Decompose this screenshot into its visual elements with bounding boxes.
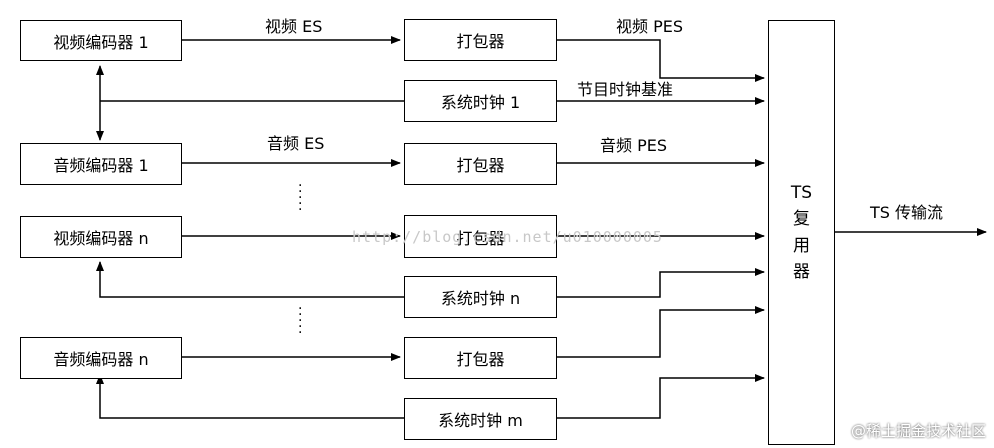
packer-1-label: 打包器 [456,32,505,51]
system-clock-1: 系统时钟 1 [404,80,557,122]
system-clock-n-label: 系统时钟 n [440,289,521,308]
mux-label-fu: 复 [793,209,810,230]
blog-watermark: http://blog.csdn.net/u010000005 [352,228,663,246]
video-encoder-n: 视频编码器 n [20,216,182,258]
video-encoder-1-label: 视频编码器 1 [53,32,149,52]
packer-2: 打包器 [404,143,557,185]
mux-label-qi: 器 [793,261,810,282]
audio-encoder-1-label: 音频编码器 1 [53,156,149,175]
video-encoder-1: 视频编码器 1 [20,20,182,61]
system-clock-m-label: 系统时钟 m [438,411,523,430]
arrow-clockn-to-mux [557,268,765,298]
system-clock-m: 系统时钟 m [404,398,557,440]
label-ts-output: TS 传输流 [870,203,944,222]
video-encoder-n-label: 视频编码器 n [53,229,149,248]
arrow-packer1-to-mux [557,39,765,82]
ellipsis-dots-upper: ····· [298,178,303,218]
packer-4: 打包器 [404,337,557,379]
arrow-clockm-to-mux [557,374,765,419]
system-clock-n: 系统时钟 n [404,276,557,318]
arrow-packer4-to-mux [557,306,765,358]
packer-1: 打包器 [404,19,557,61]
packer-2-label: 打包器 [456,156,505,175]
label-video-pes: 视频 PES [616,17,684,36]
packer-3-label: 打包器 [456,228,505,248]
packer-3: 打包器 [404,215,557,258]
arrow-clockm-to-audion [96,374,404,419]
audio-encoder-n-label: 音频编码器 n [53,350,149,369]
ellipsis-dots-lower: ····· [298,301,303,341]
mux-label-yong: 用 [793,235,810,256]
label-pcr: 节目时钟基准 [577,80,674,99]
arrow-clockn-to-videon [96,261,404,298]
site-watermark: @稀土掘金技术社区 [850,422,986,440]
packer-4-label: 打包器 [456,350,505,369]
label-audio-pes: 音频 PES [600,136,668,155]
mux-label-ts: TS [790,182,813,203]
label-video-es: 视频 ES [265,17,323,36]
ts-multiplexer: TS 复 用 器 [768,20,835,445]
audio-encoder-n: 音频编码器 n [20,337,182,379]
system-clock-1-label: 系统时钟 1 [440,93,521,112]
audio-encoder-1: 音频编码器 1 [20,143,182,185]
label-audio-es: 音频 ES [267,134,325,153]
